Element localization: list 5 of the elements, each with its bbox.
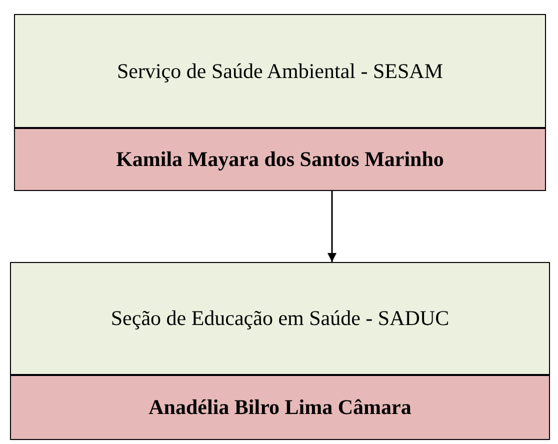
- section-box: Seção de Educação em Saúde - SADUC: [10, 262, 550, 375]
- arrow: [328, 191, 336, 262]
- section-box: Serviço de Saúde Ambiental - SESAM: [14, 14, 546, 128]
- name-box: Anadélia Bilro Lima Câmara: [10, 375, 550, 440]
- name-box: Kamila Mayara dos Santos Marinho: [14, 128, 546, 191]
